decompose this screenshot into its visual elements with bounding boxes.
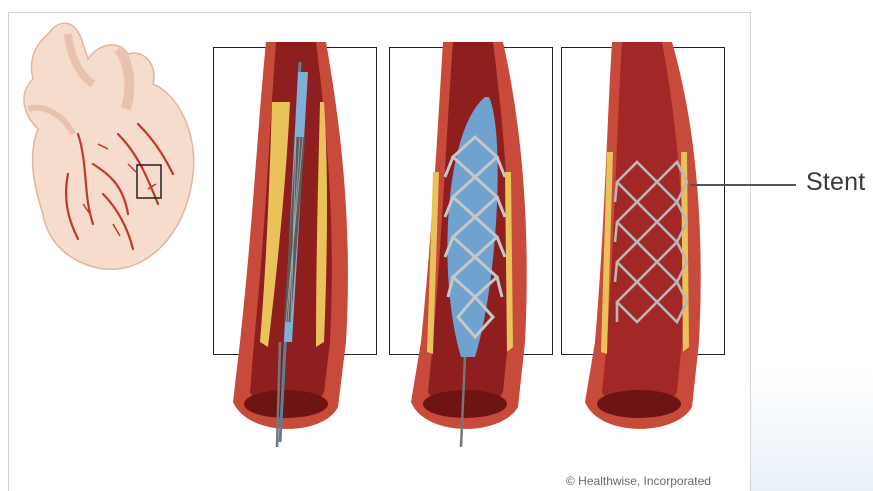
background-fade <box>750 0 873 491</box>
artery-panel-stent <box>577 42 712 457</box>
stent-label: Stent <box>806 168 865 197</box>
artery-panel-catheter <box>228 42 358 457</box>
heart-illustration <box>8 14 208 274</box>
artery-panel-balloon <box>403 42 538 457</box>
stent-leader-line <box>690 184 796 186</box>
copyright-credit: © Healthwise, Incorporated <box>566 474 711 488</box>
